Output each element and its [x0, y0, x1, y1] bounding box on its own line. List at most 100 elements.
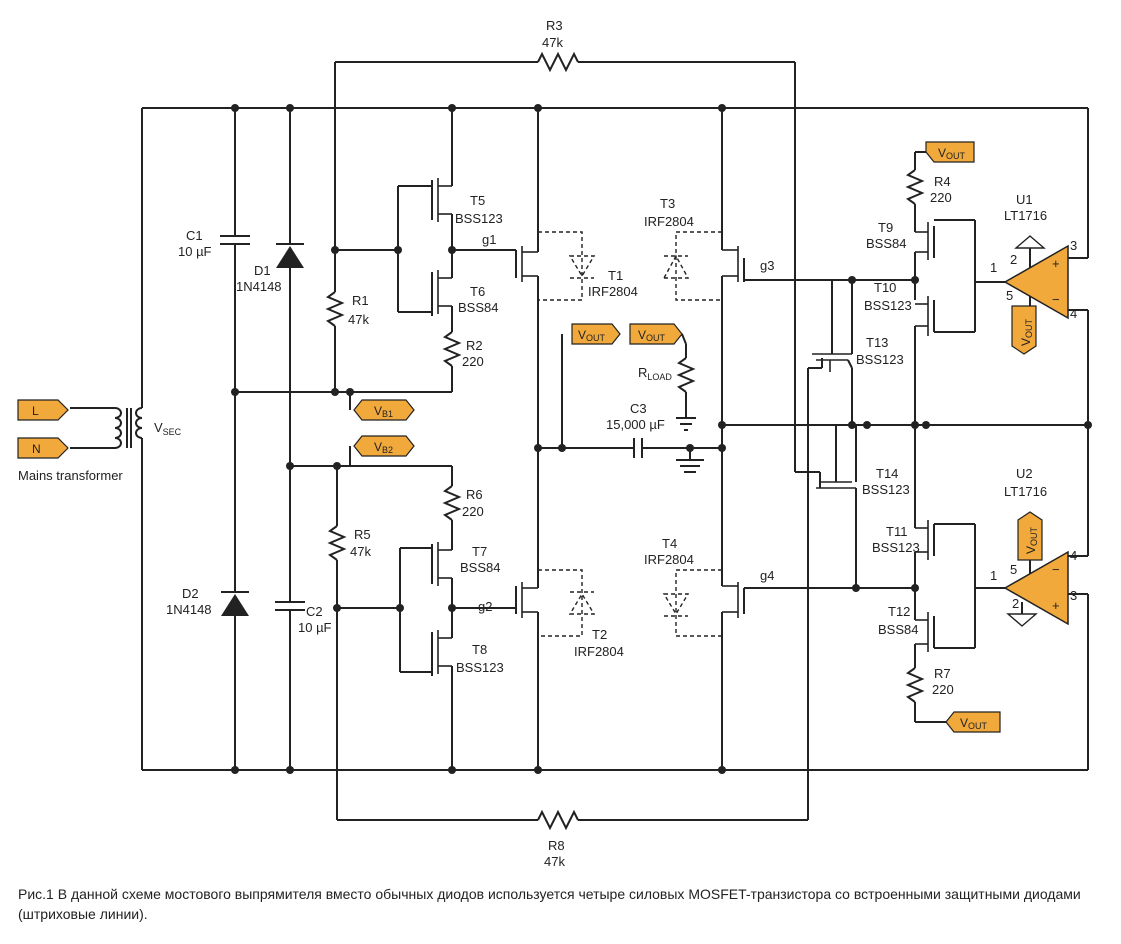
r6-value: 220 [462, 504, 484, 519]
u2-pin1: 1 [990, 568, 997, 583]
mosfet-t7 [437, 542, 453, 608]
svg-text:VB2: VB2 [374, 440, 393, 455]
g2-label: g2 [478, 599, 492, 614]
capacitor-c3 [538, 438, 722, 458]
t11-value: BSS123 [872, 540, 920, 555]
resistor-r5 [327, 466, 347, 608]
u1-pin5: 5 [1006, 288, 1013, 303]
opamp-u1 [975, 235, 1069, 320]
svg-text:VOUT: VOUT [938, 146, 966, 161]
output-rail [722, 309, 1089, 557]
r4-name: R4 [934, 174, 951, 189]
t4-name: T4 [662, 536, 677, 551]
tag-vout-c3: VOUT [571, 323, 621, 345]
svg-text:VOUT: VOUT [638, 328, 666, 343]
r1-value: 47k [348, 312, 369, 327]
t1-value: IRF2804 [588, 284, 638, 299]
tag-l: L [17, 399, 69, 421]
r5-name: R5 [354, 527, 371, 542]
r2-value: 220 [462, 354, 484, 369]
u2-value: LT1716 [1004, 484, 1047, 499]
mosfet-t11 [914, 425, 976, 648]
tag-vb2: VB2 [349, 435, 415, 466]
u2-name: U2 [1016, 466, 1033, 481]
mosfet-t9 [914, 219, 976, 332]
c1-value: 10 µF [178, 244, 212, 259]
svg-text:N: N [32, 442, 41, 456]
r3-value: 47k [542, 35, 563, 50]
svg-text:VOUT: VOUT [1024, 526, 1039, 554]
t8-value: BSS123 [456, 660, 504, 675]
t8-name: T8 [472, 642, 487, 657]
u2-pin2: 2 [1012, 596, 1019, 611]
body-diode-t2 [538, 569, 596, 637]
tag-vout-u2: VOUT [1017, 511, 1043, 561]
u1-pin3: 3 [1070, 238, 1077, 253]
u2-pin5: 5 [1010, 562, 1017, 577]
r6-name: R6 [466, 487, 483, 502]
resistor-r1 [325, 250, 345, 392]
mains-transformer [70, 407, 143, 449]
mosfet-t10 [914, 296, 975, 425]
c2-name: C2 [306, 604, 323, 619]
svg-text:L: L [32, 404, 39, 418]
u1-name: U1 [1016, 192, 1033, 207]
t3-name: T3 [660, 196, 675, 211]
junction-dots [231, 104, 1092, 774]
c3-value: 15,000 µF [606, 417, 665, 432]
u2-pin3: 3 [1070, 588, 1077, 603]
t12-name: T12 [888, 604, 910, 619]
mosfet-t13 [812, 280, 853, 425]
svg-text:VOUT: VOUT [1019, 318, 1034, 346]
r3-name: R3 [546, 18, 563, 33]
svg-text:VOUT: VOUT [960, 716, 988, 731]
diode-d1 [276, 108, 304, 466]
tag-vout-rload: VOUT [629, 323, 687, 345]
diode-d2 [221, 392, 249, 770]
t3-value: IRF2804 [644, 214, 694, 229]
tag-vout-u1: VOUT [1011, 305, 1037, 355]
u1-value: LT1716 [1004, 208, 1047, 223]
tag-vb1: VB1 [349, 392, 415, 421]
body-diode-t4 [662, 569, 722, 637]
tag-vout-r7: VOUT [945, 711, 1001, 733]
r5-value: 47k [350, 544, 371, 559]
capacitor-c1 [220, 108, 250, 392]
resistor-r7 [905, 662, 946, 723]
t5-value: BSS123 [455, 211, 503, 226]
svg-text:VOUT: VOUT [578, 328, 606, 343]
g1-label: g1 [482, 232, 496, 247]
t7-name: T7 [472, 544, 487, 559]
c2-value: 10 µF [298, 620, 332, 635]
r1-name: R1 [352, 293, 369, 308]
mosfet-t2 [515, 448, 539, 770]
r8-name: R8 [548, 838, 565, 853]
bottom-rail [141, 438, 1089, 771]
t7-value: BSS84 [460, 560, 500, 575]
body-diode-t3 [662, 231, 722, 301]
u1-pin2: 2 [1010, 252, 1017, 267]
resistor-r4 [905, 151, 926, 232]
tag-vout-r4: VOUT [925, 141, 975, 163]
gate-network-lower [337, 544, 433, 676]
t9-name: T9 [878, 220, 893, 235]
t13-name: T13 [866, 335, 888, 350]
d1-name: D1 [254, 263, 271, 278]
mains-transformer-label: Mains transformer [18, 468, 123, 483]
rectifier-schematic: VSEC Mains transformer L N C1 10 µF D1 1… [17, 18, 1092, 869]
resistor-r6 [442, 466, 462, 544]
u2-plus: + [1052, 598, 1060, 613]
t10-value: BSS123 [864, 298, 912, 313]
gate-network-upper [335, 180, 433, 316]
t1-name: T1 [608, 268, 623, 283]
mosfet-t8 [437, 608, 453, 770]
figure-caption: Рис.1 В данной схеме мостового выпрямите… [18, 886, 1081, 922]
r3-path [334, 51, 820, 473]
u1-pin4: 4 [1070, 306, 1077, 321]
g4-label: g4 [760, 568, 774, 583]
u1-pin1: 1 [990, 260, 997, 275]
mosfet-t5 [437, 108, 453, 250]
c3-name: C3 [630, 401, 647, 416]
resistor-rload [676, 344, 696, 431]
top-rail [141, 107, 1089, 408]
